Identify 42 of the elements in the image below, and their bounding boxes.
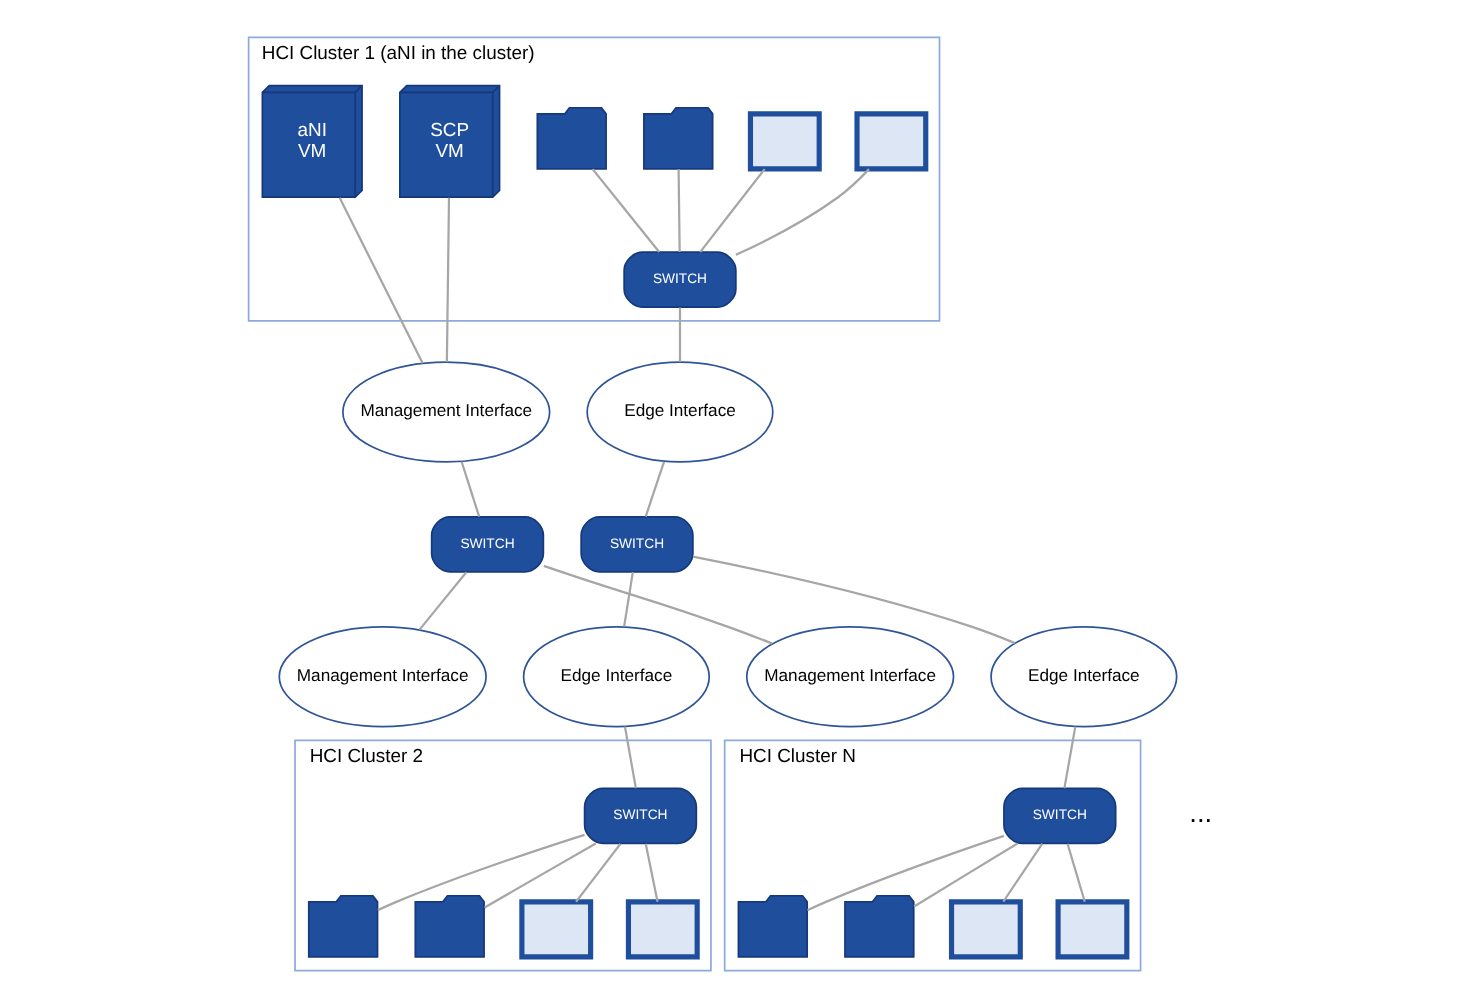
connector — [644, 843, 659, 902]
connector — [377, 833, 585, 912]
connector — [445, 197, 451, 362]
connector — [807, 834, 1005, 912]
connector — [699, 168, 766, 253]
connector — [1063, 726, 1077, 789]
connector — [913, 842, 1019, 908]
node-ellipse: Edge Interface — [990, 626, 1178, 728]
connector — [735, 168, 870, 256]
connector — [575, 843, 622, 903]
node-monitor — [1055, 899, 1130, 960]
node-folder — [737, 894, 809, 958]
connector — [591, 168, 661, 253]
connector — [418, 571, 468, 631]
node-ellipse: Management Interface — [278, 626, 487, 728]
connector — [677, 169, 681, 253]
node-folder — [536, 106, 607, 170]
node-monitor — [747, 111, 822, 172]
node-folder — [643, 106, 714, 170]
connector — [543, 564, 773, 645]
label: ... — [1189, 798, 1213, 829]
connector — [1066, 843, 1086, 903]
node-folder — [414, 894, 485, 958]
connector — [623, 572, 634, 627]
connector — [338, 197, 424, 364]
connector — [692, 555, 1016, 645]
node-folder — [844, 894, 915, 958]
connector — [644, 461, 666, 518]
node-ellipse: Edge Interface — [522, 626, 711, 728]
node-ellipse: Management Interface — [342, 361, 551, 463]
node-ellipse: Edge Interface — [586, 361, 774, 463]
connector — [460, 461, 481, 518]
connector — [484, 842, 597, 909]
node-monitor — [519, 899, 594, 960]
node-folder — [307, 894, 379, 958]
node-monitor — [948, 899, 1023, 960]
node-ellipse: Management Interface — [745, 626, 955, 728]
connector — [678, 307, 682, 362]
node-monitor — [625, 899, 700, 960]
node-monitor — [854, 111, 929, 172]
connector — [623, 726, 637, 789]
connector — [1002, 843, 1044, 903]
